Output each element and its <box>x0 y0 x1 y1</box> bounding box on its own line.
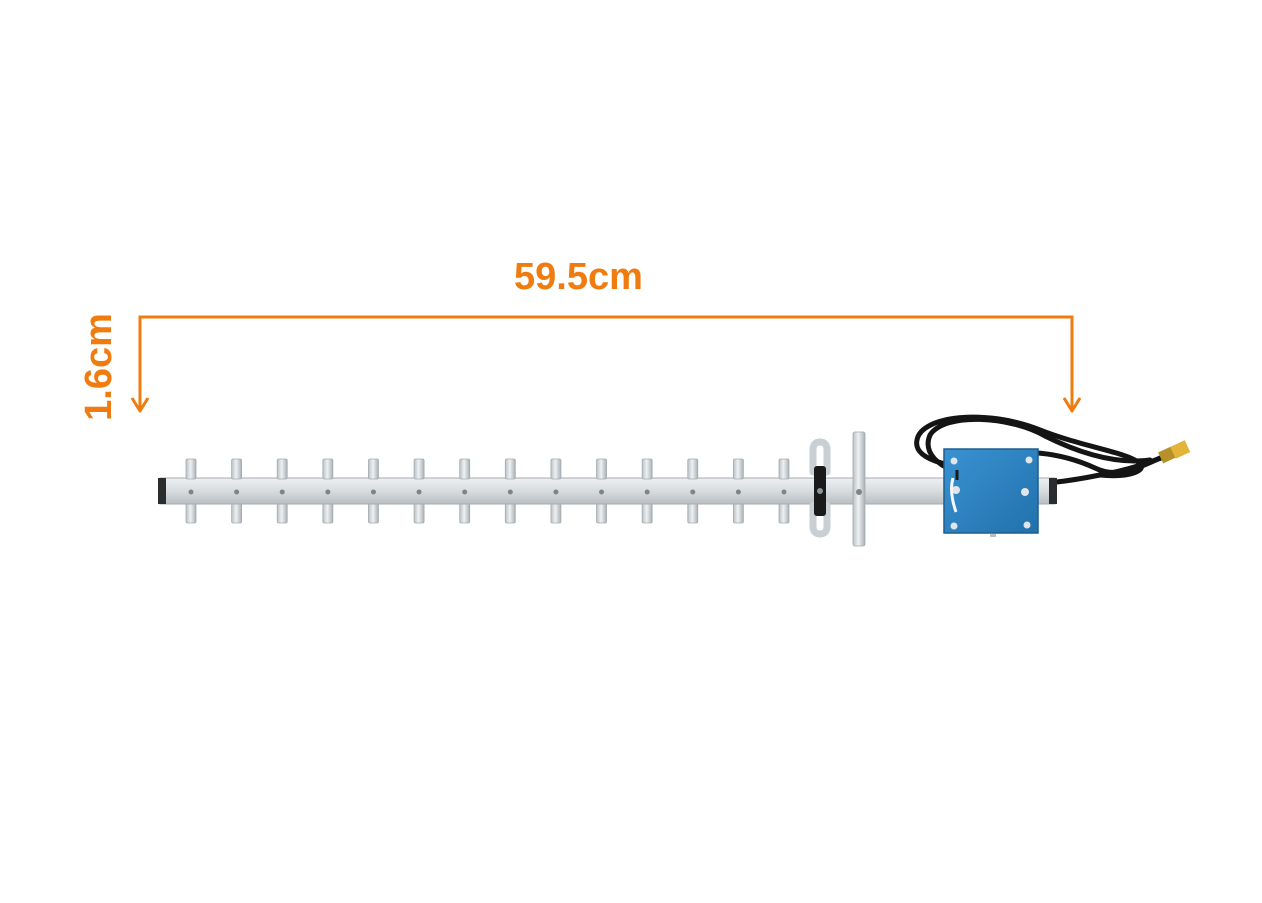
left-arrow-head <box>130 397 150 413</box>
director-rod-lower <box>322 502 334 524</box>
boom-screw <box>370 489 376 495</box>
director-rod-upper <box>641 458 653 480</box>
director-rod-lower <box>778 502 790 524</box>
right-arrow-head <box>1062 397 1082 413</box>
director-rod-upper <box>231 458 243 480</box>
antenna-boom <box>158 477 1057 505</box>
boom-screw <box>279 489 285 495</box>
director-rod-upper <box>413 458 425 480</box>
boom-screw <box>462 489 468 495</box>
boom-screw <box>507 489 513 495</box>
sma-connector <box>1158 440 1191 464</box>
directors-upper <box>185 458 790 495</box>
director-rod-lower <box>504 502 516 524</box>
directors-lower <box>185 502 790 524</box>
director-rod-upper <box>504 458 516 480</box>
height-dimension-label: 1.6cm <box>78 313 120 421</box>
boom-screw <box>553 489 559 495</box>
length-bracket-line <box>138 315 1074 410</box>
driven-element <box>809 438 831 538</box>
dimension-lines <box>130 315 1082 413</box>
boom-screw <box>644 489 650 495</box>
director-rod-upper <box>732 458 744 480</box>
director-rod-lower <box>459 502 471 524</box>
boom-screw <box>188 489 194 495</box>
director-rod-lower <box>732 502 744 524</box>
director-rod-upper <box>687 458 699 480</box>
director-rod-lower <box>596 502 607 524</box>
director-rod-upper <box>459 458 471 480</box>
boom-screw <box>735 489 741 495</box>
boom-screw <box>416 489 422 495</box>
director-rod-upper <box>185 458 197 480</box>
boom-screw <box>781 489 787 495</box>
director-rod-lower <box>368 502 379 524</box>
boom-screw <box>690 489 696 495</box>
director-rod-upper <box>596 458 607 480</box>
mounting-bracket <box>943 448 1039 537</box>
boom-screw <box>599 489 605 495</box>
director-rod-lower <box>687 502 699 524</box>
length-dimension-label: 59.5cm <box>514 256 643 298</box>
director-rod-upper <box>368 458 379 480</box>
director-rod-lower <box>413 502 425 524</box>
director-rod-lower <box>550 502 562 524</box>
director-rod-lower <box>231 502 243 524</box>
director-rod-upper <box>322 458 334 480</box>
director-rod-lower <box>641 502 653 524</box>
boom-screw <box>234 489 240 495</box>
director-rod-lower <box>276 502 288 524</box>
director-rod-upper <box>550 458 562 480</box>
boom-screw <box>325 489 331 495</box>
reflector-element <box>852 431 866 547</box>
director-rod-upper <box>276 458 288 480</box>
director-rod-lower <box>185 502 197 524</box>
director-rod-upper <box>778 458 790 480</box>
